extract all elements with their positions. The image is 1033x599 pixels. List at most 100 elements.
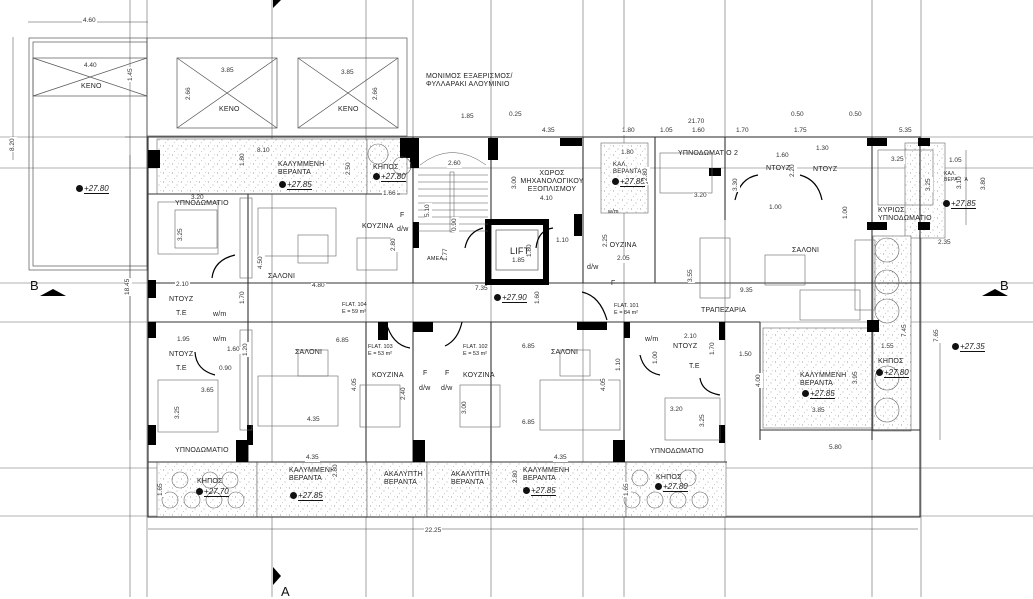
south-veranda-left-w: 4.35 [305,454,320,462]
stair-width: 2.60 [447,160,462,168]
stair-landing: 0.90 [451,217,459,232]
f101-bedroom2-w: 3.20 [693,192,708,200]
east-veranda-h: 4.00 [755,373,763,388]
level-marker-icon [279,181,286,188]
void-openings [146,37,408,137]
f102-bedroom-w: 3.20 [669,406,684,414]
f103-kitchen-h: 2.40 [400,386,408,401]
f101-master-label: ΚΥΡΙΩΣ ΥΠΝΟΔΩΜΑΤΙΟ [878,207,932,223]
f102-shower-w: 2.10 [683,333,698,341]
f102-hall-h: 1.10 [615,357,623,372]
f103-area: E = 53 m² [368,350,392,357]
structural-columns [148,138,930,462]
void1-width: 4.40 [83,62,98,70]
f101-kitchen-w: 2.05 [616,255,631,263]
f101-master-veranda-level: +27.85 [943,199,976,209]
f102-living-w: 6.85 [521,343,536,351]
f101-washer: w/m [608,209,619,215]
level-marker-icon [373,173,380,180]
f101-living-label: ΣΑΛΟΝΙ [792,247,820,254]
f101-kitchen-label: ΚΟΥΖΙΝΑ [605,242,637,249]
f102-area: E = 53 m² [463,350,487,357]
east-veranda-label: ΚΑΛΥΜΜΕΝΗ ΒΕΡΑΝΤΑ [800,372,847,388]
dim-top-050b: 0.50 [848,111,863,119]
level-marker-icon [655,483,662,490]
f101-shower1-w: 1.60 [775,152,790,160]
east-veranda-level: +27.85 [802,389,835,399]
f101-small-veranda-w: 1.80 [620,149,635,157]
south-veranda-left-level: +27.85 [290,491,323,501]
f101-door-h: 1.00 [842,205,850,220]
f101-master-total-h: 3.80 [980,176,988,191]
level-marker-icon [612,178,619,185]
section-b-left-arrow [40,289,66,296]
f104-name: FLAT. 104 [342,302,367,308]
f102-name: FLAT. 102 [463,344,488,350]
f104-te-label: T.E [176,310,187,317]
dim-overall-left: 18.45 [124,277,132,296]
f101-area: E = 84 m² [614,309,638,316]
section-a-bottom-arrow [273,567,281,585]
f104-fridge: F [400,212,405,219]
f103-lower-w: 4.35 [306,416,321,424]
f103-bedroom-h: 3.25 [174,405,182,420]
level-marker-icon [943,200,950,207]
dim-top-435: 4.35 [541,127,556,135]
east-veranda-side: 1.50 [738,351,753,359]
level-marker-icon [494,294,501,301]
f102-living-h: 4.05 [600,377,608,392]
section-a-label: A [281,584,290,599]
void2-width: 3.85 [220,67,235,75]
south-veranda-right-level: +27.85 [523,486,556,496]
f102-dishwasher: d/w [441,385,453,392]
section-b-right-arrow [982,289,1008,296]
f101-dining-label: ΤΡΑΠΕΖΑΡΙΑ [701,307,747,314]
south-garden-right-label: ΚΗΠΟΣ [656,474,682,481]
level-marker-icon [876,369,883,376]
south-garden-right-h: 1.65 [623,482,631,497]
f104-veranda-w: 8.10 [256,147,271,155]
dim-top-105: 1.05 [659,127,674,135]
dim-top-160: 1.60 [691,127,706,135]
dim-overall-bottom: 22.25 [424,527,443,535]
f101-fridge: F [611,280,616,287]
f101-kitchen-h: 2.25 [602,233,610,248]
f104-veranda-h2: 2.50 [345,161,353,176]
level-marker-icon [76,185,83,192]
south-open-veranda-1: ΑΚΑΛΥΠΤΗ ΒΕΡΑΝΤΑ [384,471,423,487]
south-garden-left-label: ΚΗΠΟΣ [197,478,223,485]
f104-veranda-h: 1.80 [239,152,247,167]
f103-hall-h: 1.20 [242,342,250,357]
east-veranda-w: 3.85 [811,407,826,415]
dim-overall-top: 21.70 [687,118,706,126]
dim-top-175: 1.75 [793,127,808,135]
f104-shower-w: 2.10 [175,281,190,289]
f101-shower2-w: 1.30 [815,145,830,153]
f102-kitchen-h: 3.00 [461,400,469,415]
f102-bedroom-h: 3.25 [699,413,707,428]
f104-kitchen-h: 2.80 [390,237,398,252]
void2-height: 2.66 [185,86,193,101]
f103-shower-w: 1.95 [176,336,191,344]
lift-label: LIFT [510,246,530,256]
f101-dishwasher: d/w [587,264,599,271]
f104-kitchen-label: ΚΟΥΖΙΝΑ [362,223,394,230]
east-garden-label: ΚΗΠΟΣ [878,358,904,365]
f101-master-veranda-w: 1.05 [948,157,963,165]
garden-plants [161,143,900,509]
section-b-left-label: B [30,278,39,293]
furniture [157,149,934,441]
dim-top-180: 1.80 [621,127,636,135]
east-veranda-total-w: 5.80 [828,444,843,452]
dim-top-170: 1.70 [735,127,750,135]
f103-bedroom-w: 3.65 [200,387,215,395]
f101-shower1-h: 2.20 [789,163,797,178]
f103-living-w: 6.85 [335,337,350,345]
dim-top-535: 5.35 [898,127,913,135]
void3-height: 2.66 [372,86,380,101]
lift-height: 1.80 [526,243,534,258]
level-marker-icon [952,343,959,350]
east-ground-level: +27.35 [952,342,985,352]
